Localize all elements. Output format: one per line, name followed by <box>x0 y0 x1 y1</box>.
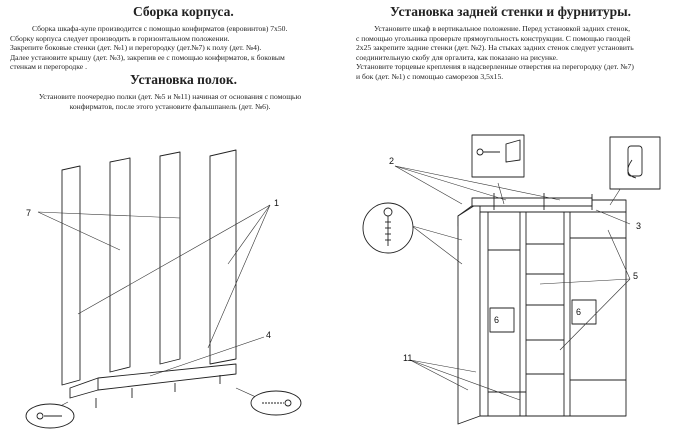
left-panels-drawing <box>61 149 237 408</box>
left-leaders <box>37 204 271 415</box>
false-panel-right <box>571 299 597 325</box>
callout-4: 4 <box>266 330 271 340</box>
bracket-detail <box>471 134 525 178</box>
callout-2: 2 <box>389 156 394 166</box>
confirmat-detail-right <box>250 390 302 416</box>
callout-6-right: 6 <box>576 307 581 317</box>
back-wall-text: Установите шкаф в вертикальное положение… <box>356 24 634 81</box>
wardrobe-left-side <box>457 201 481 425</box>
wardrobe-drawing <box>457 193 627 425</box>
shelves-text: Установите поочередно полки (дет. №5 и №… <box>38 92 302 111</box>
side-wall-left <box>61 165 81 386</box>
screw-detail <box>362 202 414 254</box>
hook-detail <box>609 136 661 190</box>
confirmat-detail-left <box>25 403 75 429</box>
right-leaders <box>394 165 631 401</box>
shelves-title: Установка полок. <box>130 72 237 87</box>
partition-1 <box>109 157 131 373</box>
callout-1: 1 <box>274 198 279 208</box>
callout-5: 5 <box>633 271 638 281</box>
callout-11: 11 <box>403 353 412 363</box>
false-panel-left <box>489 307 515 333</box>
back-wall-strip <box>471 197 593 207</box>
callout-6-left: 6 <box>494 315 499 325</box>
assembly-title: Сборка корпуса. <box>133 4 234 19</box>
back-wall-title: Установка задней стенки и фурнитуры. <box>390 4 632 19</box>
callout-7: 7 <box>26 208 31 218</box>
floor-panel <box>69 363 237 399</box>
partition-2 <box>159 151 181 365</box>
assembly-text: Сборка шкафа-купе производится с помощью… <box>10 24 288 72</box>
callout-3: 3 <box>636 221 641 231</box>
side-wall-right <box>209 149 237 365</box>
